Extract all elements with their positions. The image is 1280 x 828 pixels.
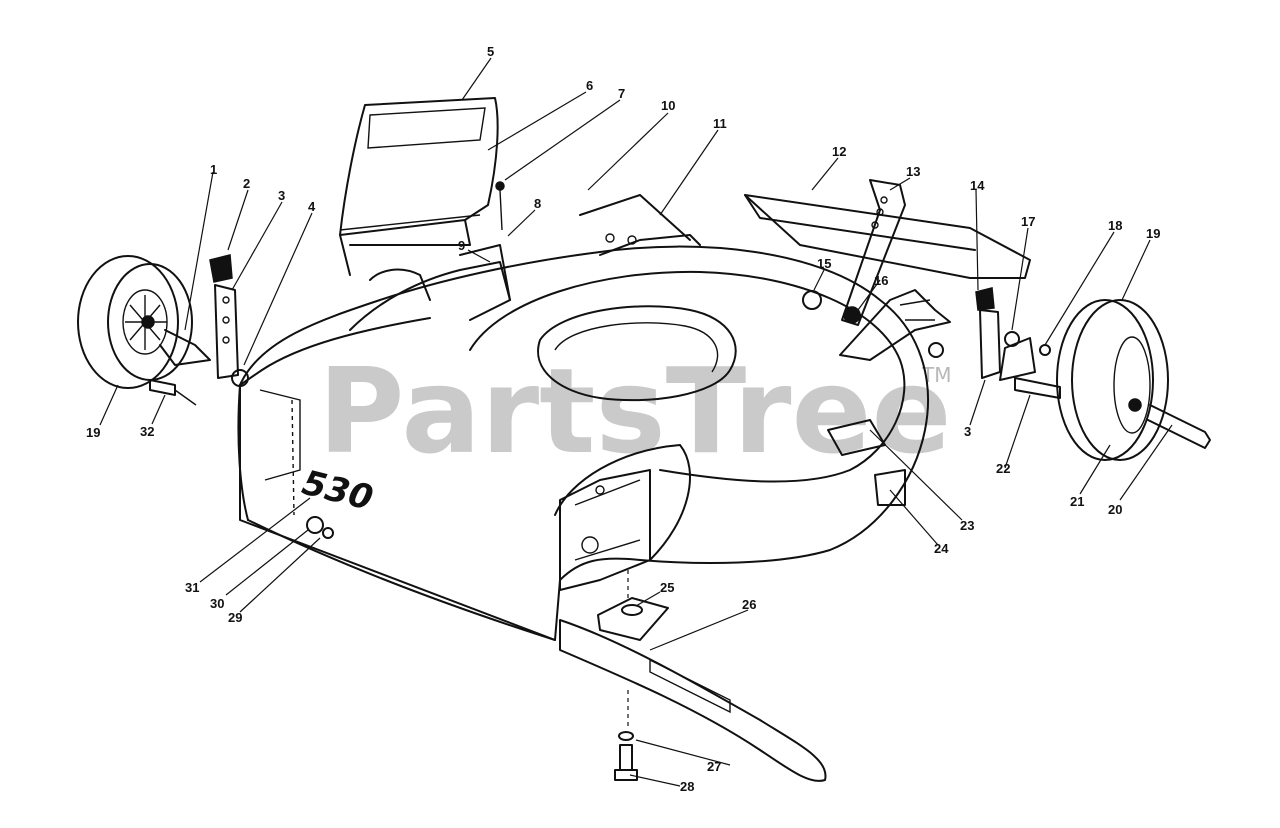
callout-19-right: 19 — [1146, 226, 1160, 241]
callout-11: 11 — [713, 116, 727, 131]
callout-leaders — [99, 57, 1173, 787]
callout-31: 31 — [185, 580, 199, 595]
callout-5: 5 — [487, 44, 494, 59]
callout-16: 16 — [874, 273, 888, 288]
callout-30: 30 — [210, 596, 224, 611]
blade-assembly — [559, 570, 827, 782]
callout-19-left: 19 — [86, 425, 100, 440]
callout-labels: 1 2 3 4 5 6 7 8 9 10 11 12 13 14 15 16 1… — [86, 44, 1160, 794]
callout-2: 2 — [243, 176, 250, 191]
callout-24: 24 — [934, 541, 949, 556]
partstree-watermark: PartsTree — [318, 342, 952, 480]
callout-14: 14 — [970, 178, 985, 193]
callout-4: 4 — [308, 199, 316, 214]
front-left-wheel — [77, 255, 211, 389]
deck-housing — [237, 194, 929, 641]
callout-12: 12 — [832, 144, 846, 159]
callout-25: 25 — [660, 580, 674, 595]
callout-3-right: 3 — [964, 424, 971, 439]
callout-3: 3 — [278, 188, 285, 203]
callout-8: 8 — [534, 196, 541, 211]
callout-21: 21 — [1070, 494, 1084, 509]
callout-22: 22 — [996, 461, 1010, 476]
grass-deflector — [339, 97, 499, 276]
callout-20: 20 — [1108, 502, 1122, 517]
callout-1: 1 — [210, 162, 217, 177]
left-height-adjuster — [149, 254, 249, 406]
callout-15: 15 — [817, 256, 831, 271]
callout-18: 18 — [1108, 218, 1122, 233]
rear-flap — [744, 194, 1031, 279]
right-height-adjuster — [802, 179, 1001, 379]
callout-32: 32 — [140, 424, 154, 439]
callout-23: 23 — [960, 518, 974, 533]
callout-9: 9 — [458, 238, 465, 253]
callout-17: 17 — [1021, 214, 1035, 229]
callout-26: 26 — [742, 597, 756, 612]
front-hardware — [291, 181, 505, 539]
rear-right-wheel — [999, 299, 1211, 461]
callout-10: 10 — [661, 98, 675, 113]
callout-13: 13 — [906, 164, 920, 179]
callout-6: 6 — [586, 78, 593, 93]
callout-28: 28 — [680, 779, 694, 794]
callout-27: 27 — [707, 759, 721, 774]
callout-29: 29 — [228, 610, 242, 625]
callout-7: 7 — [618, 86, 625, 101]
